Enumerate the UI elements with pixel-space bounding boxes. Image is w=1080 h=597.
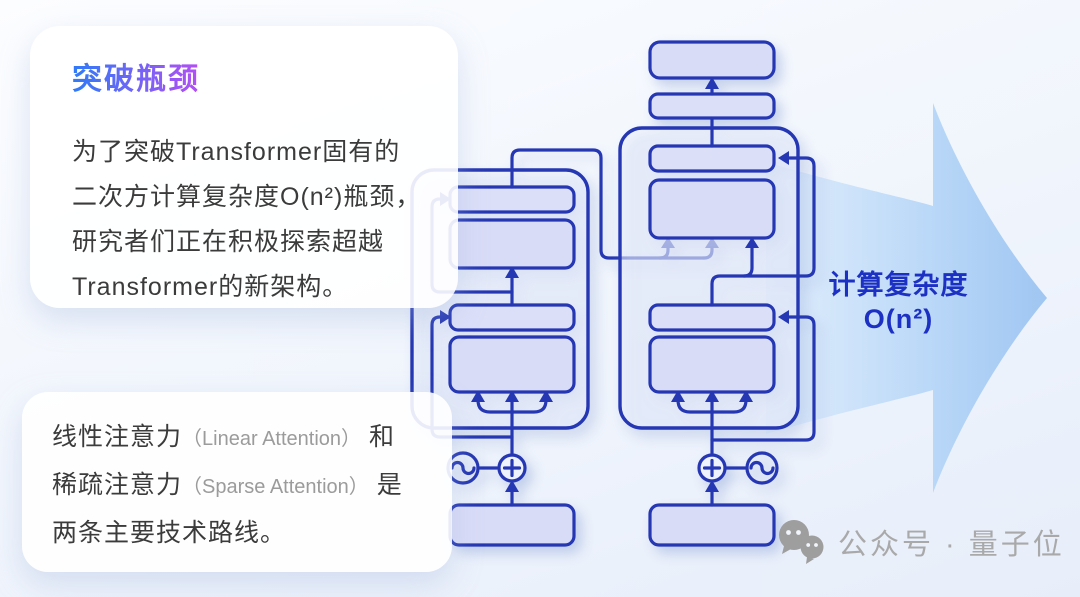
card-title: 突破瓶颈 bbox=[72, 54, 200, 98]
body-line: 两条主要技术路线。 bbox=[52, 519, 287, 547]
body-line: 线性注意力（Linear Attention） 和 bbox=[52, 414, 403, 462]
sum-icon bbox=[697, 453, 727, 483]
card-body: 线性注意力（Linear Attention） 和 稀疏注意力（Sparse A… bbox=[52, 414, 403, 556]
complexity-label-line2: O(n²) bbox=[863, 304, 934, 334]
encoder-feedforward-box bbox=[448, 218, 576, 270]
encoder-embedding-box bbox=[448, 503, 576, 547]
encoder-output-wire bbox=[510, 148, 706, 260]
body-line: 研究者们正在积极探索超越 bbox=[72, 228, 385, 256]
wechat-icon bbox=[779, 520, 824, 564]
watermark-text: 公众号 · 量子位 bbox=[838, 529, 1065, 561]
encoder-addnorm-upper-box bbox=[448, 185, 576, 214]
positional-encoding-icon bbox=[745, 451, 779, 485]
decoder-masked-attention-box bbox=[648, 335, 776, 394]
sum-icon bbox=[497, 453, 527, 483]
route-conj: 和 bbox=[361, 423, 395, 451]
body-line: 稀疏注意力（Sparse Attention） 是 bbox=[52, 462, 403, 510]
decoder-cross-attention-box bbox=[648, 178, 776, 240]
card-body: 为了突破Transformer固有的 二次方计算复杂度O(n²)瓶颈， 研究者们… bbox=[72, 130, 421, 310]
route-sparse-en: （Sparse Attention） bbox=[182, 476, 369, 498]
body-line: 二次方计算复杂度O(n²)瓶颈， bbox=[72, 183, 422, 211]
linear-box bbox=[648, 92, 776, 120]
body-line: Transformer的新架构。 bbox=[72, 273, 349, 301]
softmax-box bbox=[648, 40, 776, 80]
complexity-label-line1: 计算复杂度 bbox=[828, 270, 969, 300]
decoder-embedding-box bbox=[648, 503, 776, 547]
complexity-label: 计算复杂度 O(n²) bbox=[796, 268, 1001, 336]
decoder-stack bbox=[618, 40, 816, 547]
routes-card: 线性注意力（Linear Attention） 和 稀疏注意力（Sparse A… bbox=[22, 392, 452, 572]
body-line: 为了突破Transformer固有的 bbox=[72, 138, 401, 166]
encoder-addnorm-lower-box bbox=[448, 303, 576, 332]
positional-encoding-icon bbox=[446, 451, 480, 485]
route-linear-cn: 线性注意力 bbox=[52, 423, 183, 451]
route-sparse-cn: 稀疏注意力 bbox=[52, 471, 183, 499]
breakthrough-card: 突破瓶颈 为了突破Transformer固有的 二次方计算复杂度O(n²)瓶颈，… bbox=[30, 26, 458, 308]
complexity-arrow bbox=[766, 103, 1047, 493]
encoder-attention-box bbox=[448, 335, 576, 394]
decoder-addnorm-upper-box bbox=[648, 144, 776, 173]
route-linear-en: （Linear Attention） bbox=[182, 428, 362, 450]
watermark: 公众号 · 量子位 bbox=[776, 518, 1065, 566]
decoder-addnorm-lower-box bbox=[648, 303, 776, 332]
route-verb: 是 bbox=[368, 471, 403, 499]
